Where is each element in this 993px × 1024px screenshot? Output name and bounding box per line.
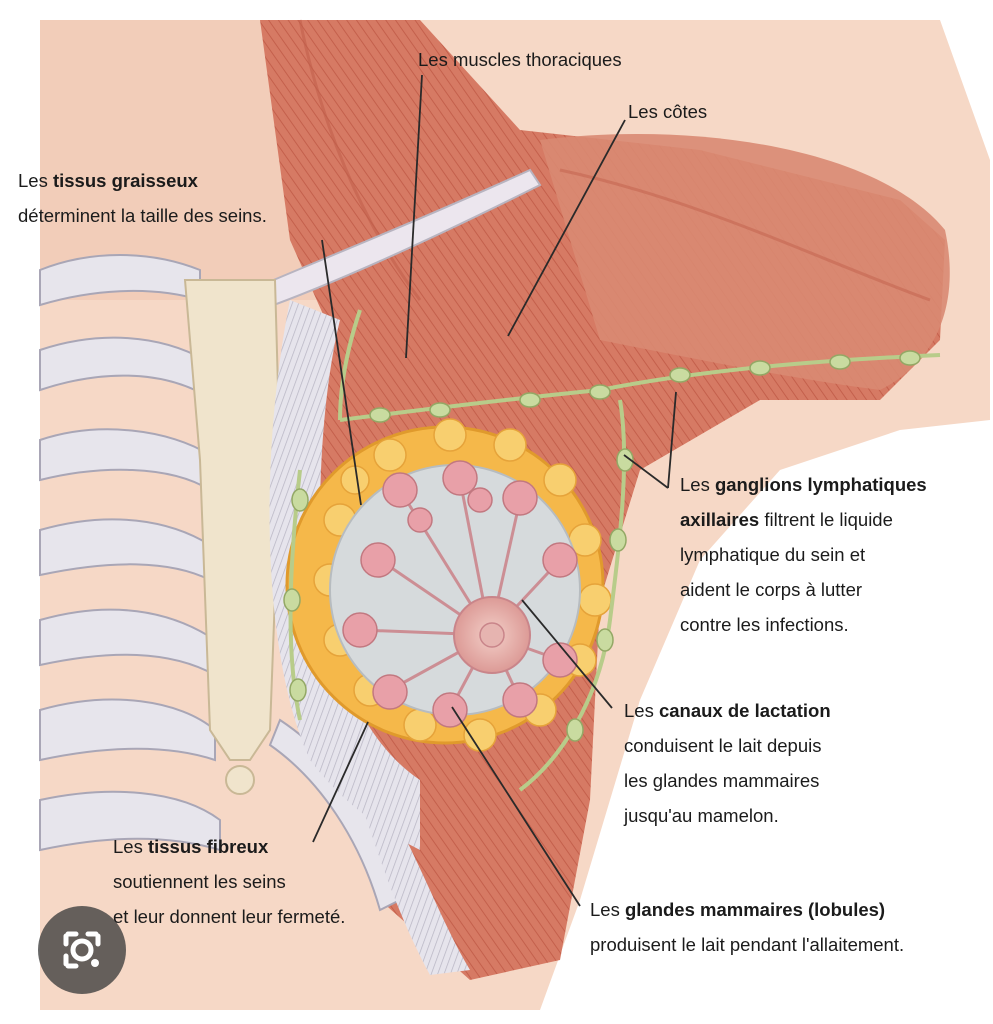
glandular-area xyxy=(329,464,581,716)
ribs xyxy=(39,254,402,912)
label-ribs: Les côtes xyxy=(628,101,708,122)
fibrous-tissue xyxy=(269,300,420,850)
label-lymph-nodes: Les ganglions lymphatiques axillaires fi… xyxy=(680,474,927,635)
label-fat-tissue: Les tissus graisseux déterminent la tail… xyxy=(18,170,267,226)
google-lens-icon[interactable] xyxy=(38,906,126,994)
deltoid-muscle xyxy=(540,134,950,390)
clavicle xyxy=(248,168,542,312)
label-mammary-glands: Les glandes mammaires (lobules) produise… xyxy=(590,899,905,955)
lymph-nodes xyxy=(283,350,921,742)
label-muscles: Les muscles thoraciques xyxy=(418,49,622,70)
label-lactation-ducts: Les canaux de lactation conduisent le la… xyxy=(624,700,831,826)
sternum xyxy=(183,279,282,761)
leader-lines xyxy=(312,74,677,907)
label-fibrous-tissue: Les tissus fibreux soutiennent les seins… xyxy=(113,836,346,927)
camera-lens-icon xyxy=(63,931,101,969)
